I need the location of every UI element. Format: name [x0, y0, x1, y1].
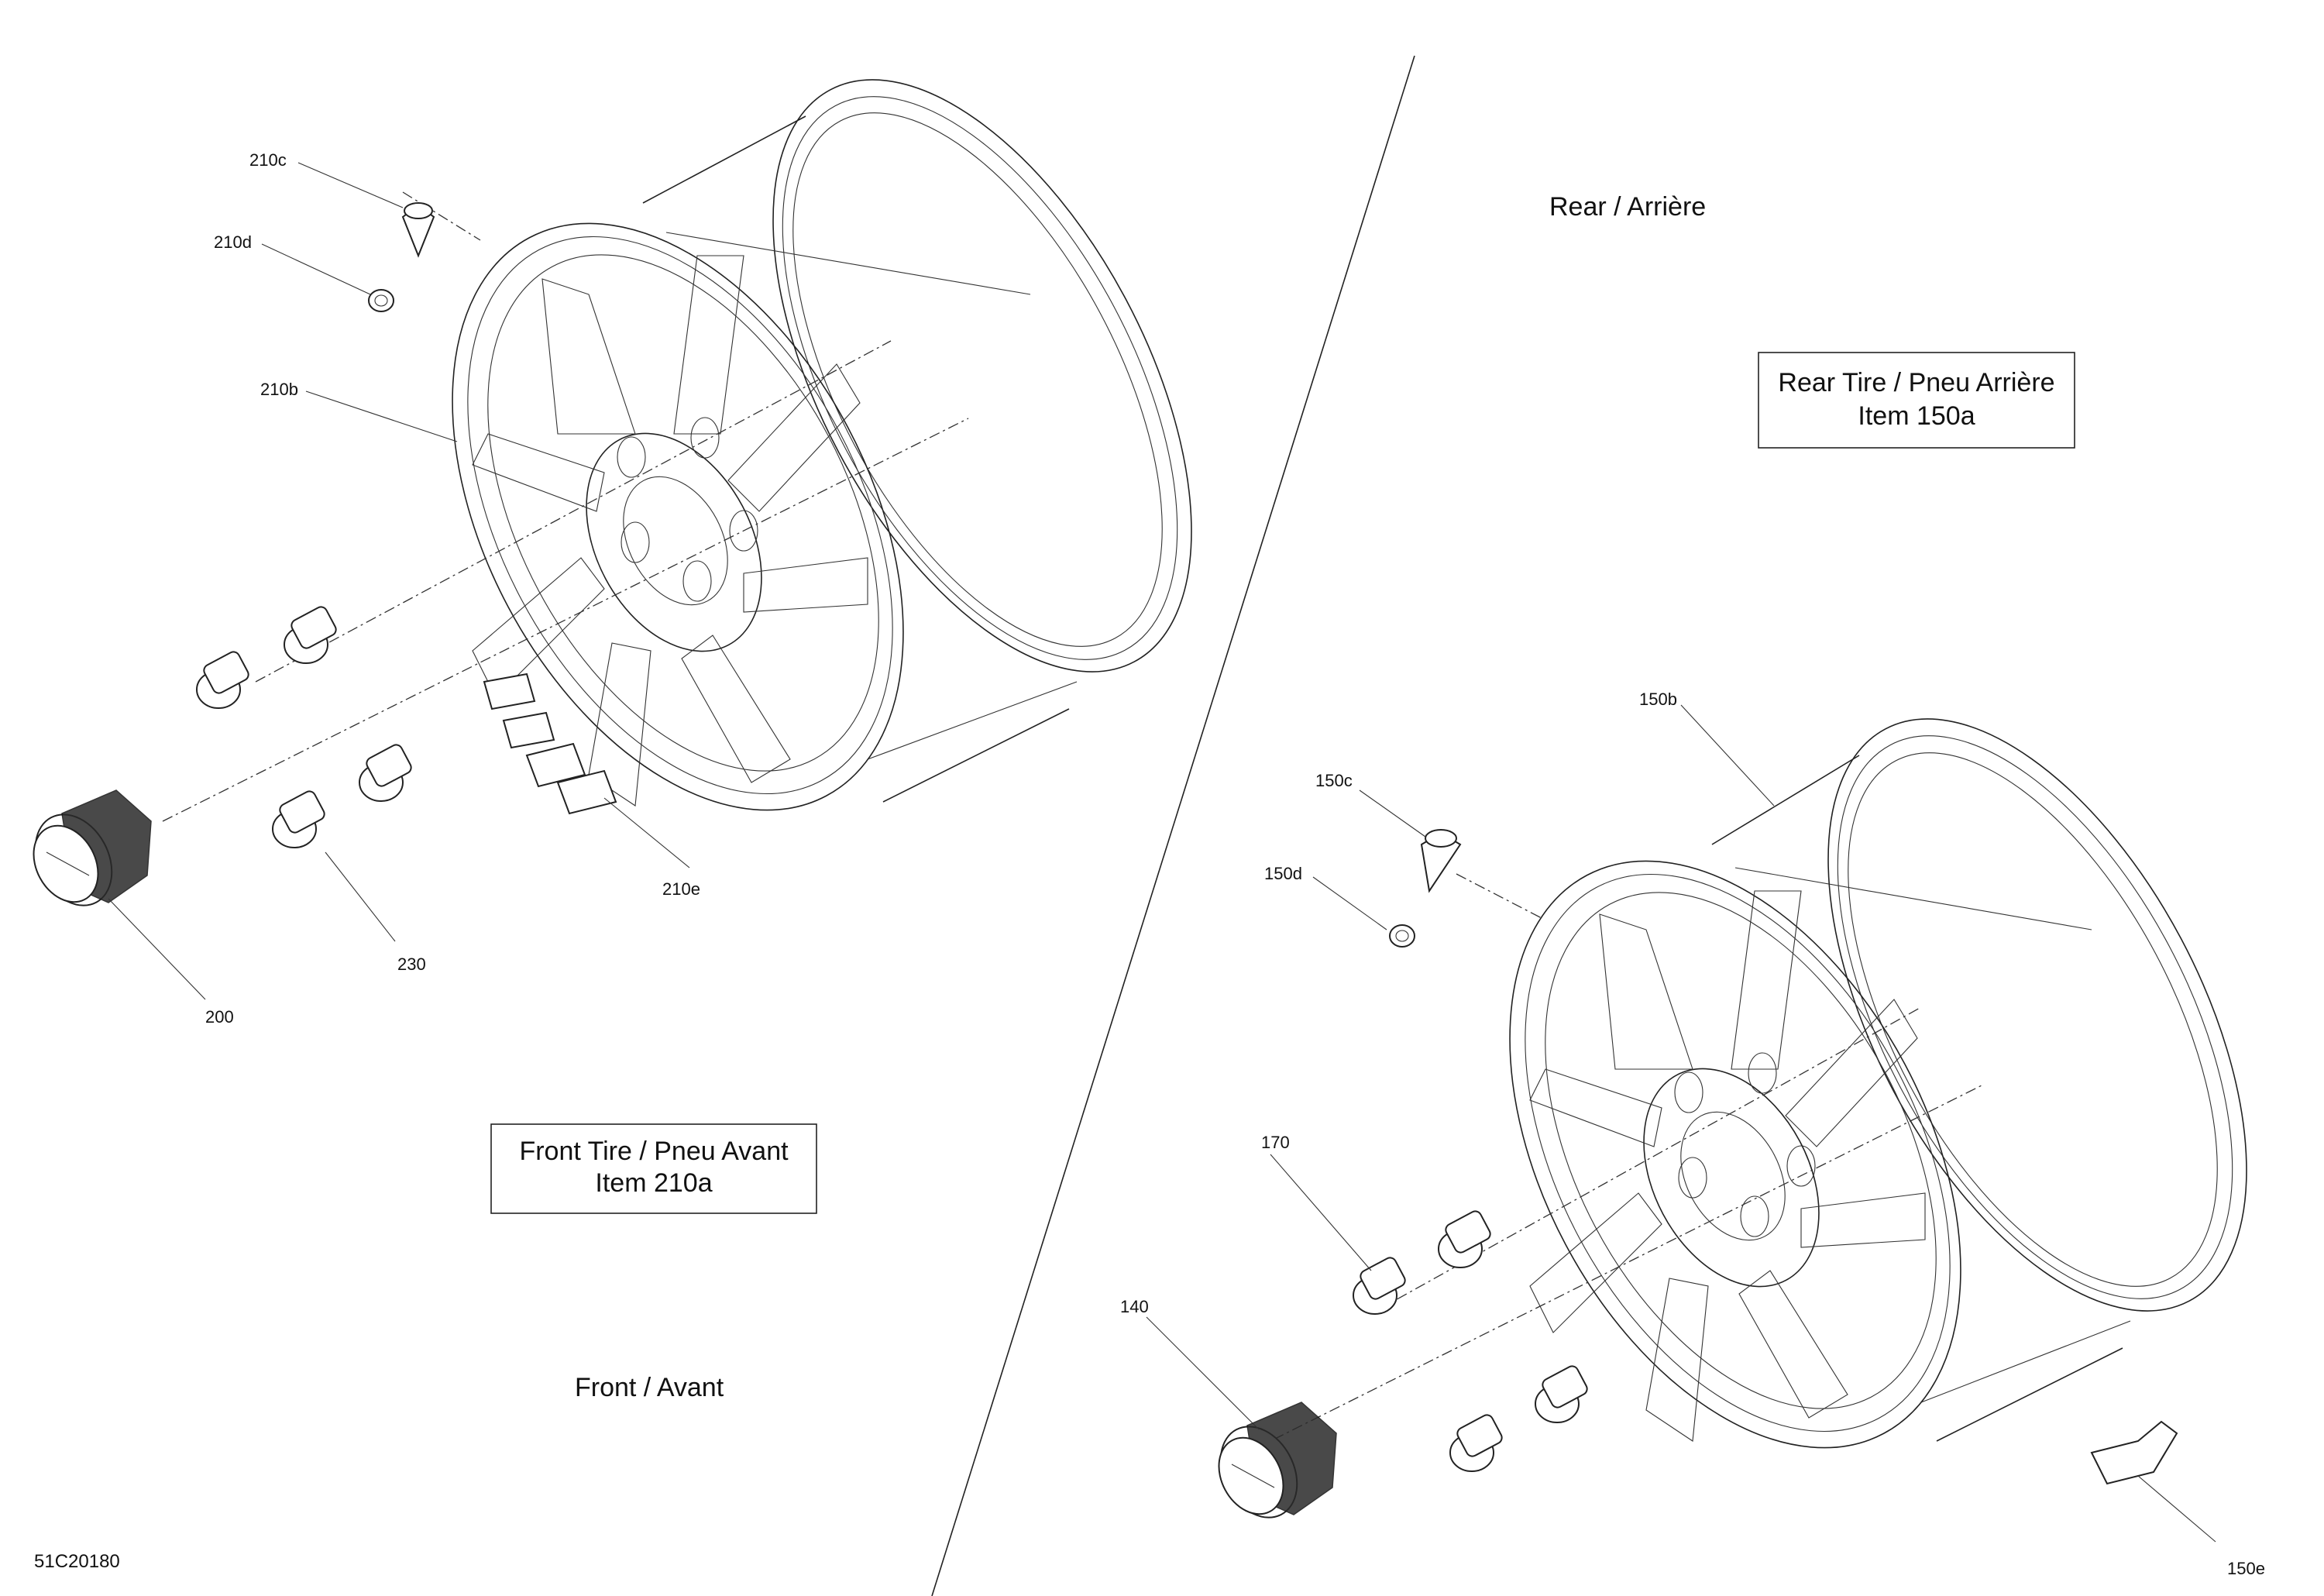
- rear-tire-box: Rear Tire / Pneu Arrière Item 150a: [1758, 352, 2075, 449]
- front-tire-box-line2: Item 210a: [595, 1168, 712, 1198]
- rear-valve-stem: [1420, 829, 1462, 893]
- front-tire-box: Front Tire / Pneu Avant Item 210a: [490, 1123, 817, 1214]
- rear-tire-box-line1: Rear Tire / Pneu Arrière: [1778, 368, 2054, 397]
- callout-210b: 210b: [260, 380, 298, 399]
- callout-210c: 210c: [249, 150, 287, 170]
- front-hub-cap: [33, 789, 152, 906]
- callout-150b: 150b: [1639, 690, 1677, 709]
- callout-170: 170: [1261, 1133, 1290, 1152]
- callout-150c: 150c: [1315, 771, 1353, 790]
- front-valve-nut: [368, 289, 394, 312]
- callout-230: 230: [397, 955, 426, 974]
- callout-210d: 210d: [214, 232, 252, 252]
- rear-wheel-weight: [2090, 1420, 2178, 1485]
- rear-tire-box-line2: Item 150a: [1858, 401, 1975, 431]
- front-section-title: Front / Avant: [575, 1373, 724, 1402]
- rear-valve-nut: [1389, 924, 1415, 948]
- front-wheel: [452, 79, 1192, 811]
- callout-150e: 150e: [2227, 1559, 2265, 1578]
- callout-210e: 210e: [662, 879, 700, 899]
- callout-150d: 150d: [1264, 864, 1302, 883]
- callout-140: 140: [1120, 1297, 1149, 1316]
- front-wheel-weights: [483, 672, 617, 815]
- front-tire-box-line1: Front Tire / Pneu Avant: [519, 1137, 789, 1166]
- callout-200: 200: [205, 1007, 234, 1027]
- rear-hub-cap: [1218, 1402, 1337, 1519]
- front-valve-stem: [401, 202, 435, 258]
- rear-wheel: [1509, 718, 2247, 1449]
- rear-section-title: Rear / Arrière: [1549, 192, 1706, 222]
- front-lug-nuts: [196, 606, 412, 848]
- rear-lug-nuts: [1353, 1210, 1588, 1472]
- leader-lines: [108, 162, 2216, 1543]
- document-id: 51C20180: [34, 1551, 120, 1572]
- section-divider: [931, 55, 1415, 1596]
